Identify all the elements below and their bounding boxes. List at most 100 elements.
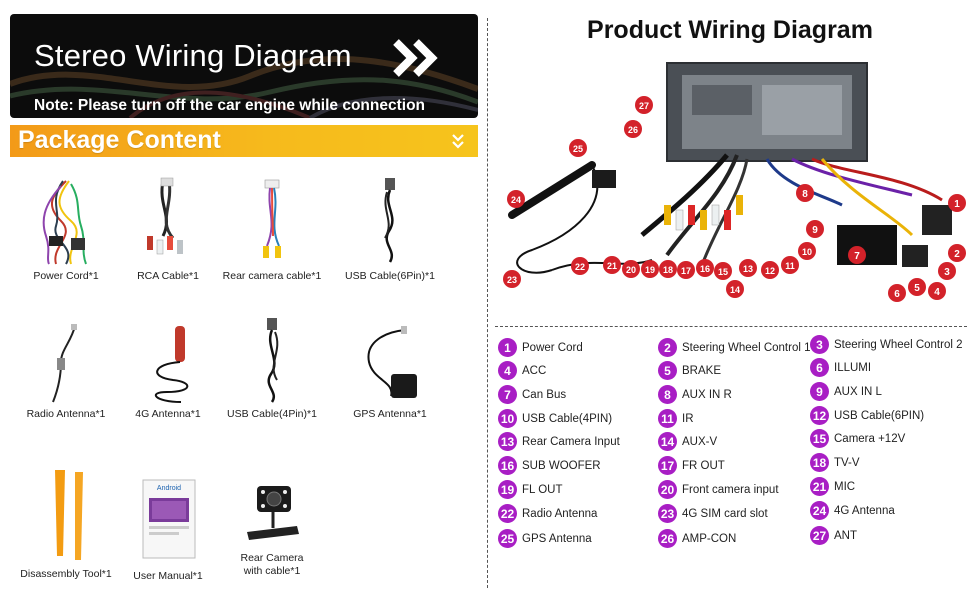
legend-label: FL OUT: [522, 483, 563, 496]
callout-21: 21: [603, 256, 621, 274]
legend-number-badge: 18: [810, 453, 829, 472]
svg-text:11: 11: [785, 261, 795, 271]
svg-text:15: 15: [718, 267, 728, 277]
legend-label: MIC: [834, 480, 856, 493]
legend-label: Camera +12V: [834, 432, 906, 445]
package-item-label: USB Cable(6Pin)*1: [345, 270, 435, 282]
callout-19: 19: [641, 260, 659, 278]
legend-label: Power Cord: [522, 341, 583, 354]
callout-7: 7: [848, 246, 866, 264]
header-banner: Stereo Wiring Diagram Note: Please turn …: [10, 14, 478, 118]
legend-number-badge: 8: [658, 385, 677, 404]
callout-12: 12: [761, 261, 779, 279]
svg-text:25: 25: [573, 144, 583, 154]
svg-text:1: 1: [954, 199, 960, 210]
chevron-down-icon: [452, 134, 464, 149]
callout-1: 1: [948, 194, 966, 212]
legend-number-badge: 4: [498, 361, 517, 380]
svg-text:10: 10: [802, 247, 812, 257]
legend-number-badge: 5: [658, 361, 677, 380]
legend-label: IR: [682, 412, 694, 425]
package-item-label: Disassembly Tool*1: [20, 568, 112, 580]
legend-label: GPS Antenna: [522, 532, 592, 545]
svg-text:2: 2: [954, 249, 960, 260]
package-item-label: 4G Antenna*1: [135, 408, 201, 420]
legend-number-badge: 7: [498, 385, 517, 404]
callout-3: 3: [938, 262, 956, 280]
callout-4: 4: [928, 282, 946, 300]
legend-number-badge: 14: [658, 432, 677, 451]
callout-6: 6: [888, 284, 906, 302]
legend-number-badge: 2: [658, 338, 677, 357]
package-item-usb-cable-6pin: USB Cable(6Pin)*1: [330, 176, 450, 283]
package-item-radio-antenna: Radio Antenna*1: [6, 322, 126, 421]
legend-number-badge: 15: [810, 429, 829, 448]
legend-number-badge: 21: [810, 477, 829, 496]
legend-label: SUB WOOFER: [522, 459, 601, 472]
callout-27: 27: [635, 96, 653, 114]
legend-item-rear-camera-input: 13 Rear Camera Input: [498, 432, 620, 451]
svg-text:4: 4: [934, 287, 940, 298]
legend-number-badge: 13: [498, 432, 517, 451]
usb-cable-4pin-image: [267, 318, 279, 403]
legend-label: Steering Wheel Control 1: [682, 341, 811, 354]
wiring-diagram-illustration: 1 2 3 4 5 6 7 8 9 10 11 12 13 14 15 16 1…: [503, 62, 966, 302]
legend-number-badge: 22: [498, 504, 517, 523]
svg-text:12: 12: [765, 266, 775, 276]
package-item-label: USB Cable(4Pin)*1: [227, 408, 317, 420]
package-content-title: Package Content: [18, 126, 221, 154]
package-item-gps-antenna: GPS Antenna*1: [330, 322, 450, 421]
package-item-label: GPS Antenna*1: [353, 408, 427, 420]
legend-label: Rear Camera Input: [522, 435, 620, 448]
rear-camera-cable-image: [263, 179, 281, 258]
diagram-title: Product Wiring Diagram: [587, 16, 873, 44]
legend-label: AMP-CON: [682, 532, 737, 545]
svg-text:24: 24: [511, 195, 521, 205]
legend-item-power-cord: 1 Power Cord: [498, 338, 583, 357]
legend-number-badge: 6: [810, 358, 829, 377]
package-item-rear-camera-cable: Rear camera cable*1: [212, 176, 332, 283]
svg-text:27: 27: [639, 101, 649, 111]
callout-11: 11: [781, 256, 799, 274]
callout-14: 14: [726, 280, 744, 298]
svg-text:20: 20: [626, 265, 636, 275]
rca-cable-image: [147, 177, 183, 255]
legend-number-badge: 3: [810, 335, 829, 354]
callout-5: 5: [908, 278, 926, 296]
svg-text:21: 21: [607, 261, 617, 271]
legend-item-steering-wheel-control-1: 2 Steering Wheel Control 1: [658, 338, 810, 357]
legend-number-badge: 12: [810, 406, 829, 425]
legend-number-badge: 26: [658, 529, 677, 548]
callout-18: 18: [659, 260, 677, 278]
rear-camera-image: [247, 486, 299, 540]
callout-16: 16: [696, 259, 714, 277]
package-item-4g-antenna: 4G Antenna*1: [108, 322, 228, 421]
callout-23: 23: [503, 270, 521, 288]
page-title: Stereo Wiring Diagram: [34, 38, 352, 73]
legend-number-badge: 24: [810, 501, 829, 520]
4g-antenna-image: [154, 326, 189, 403]
legend-label: AUX IN L: [834, 385, 882, 398]
svg-text:8: 8: [802, 189, 808, 200]
legend-number-badge: 1: [498, 338, 517, 357]
callout-25: 25: [569, 139, 587, 157]
package-item-label: Rear Camera with cable*1: [240, 552, 304, 577]
legend-label: ILLUMI: [834, 361, 872, 374]
legend-item-mic: 21 MIC: [810, 477, 855, 496]
callout-9: 9: [806, 220, 824, 238]
svg-text:17: 17: [681, 266, 691, 276]
callout-24: 24: [507, 190, 525, 208]
legend-number-badge: 10: [498, 409, 517, 428]
legend-number-badge: 27: [810, 526, 829, 545]
disassembly-tool-image: [55, 470, 83, 560]
